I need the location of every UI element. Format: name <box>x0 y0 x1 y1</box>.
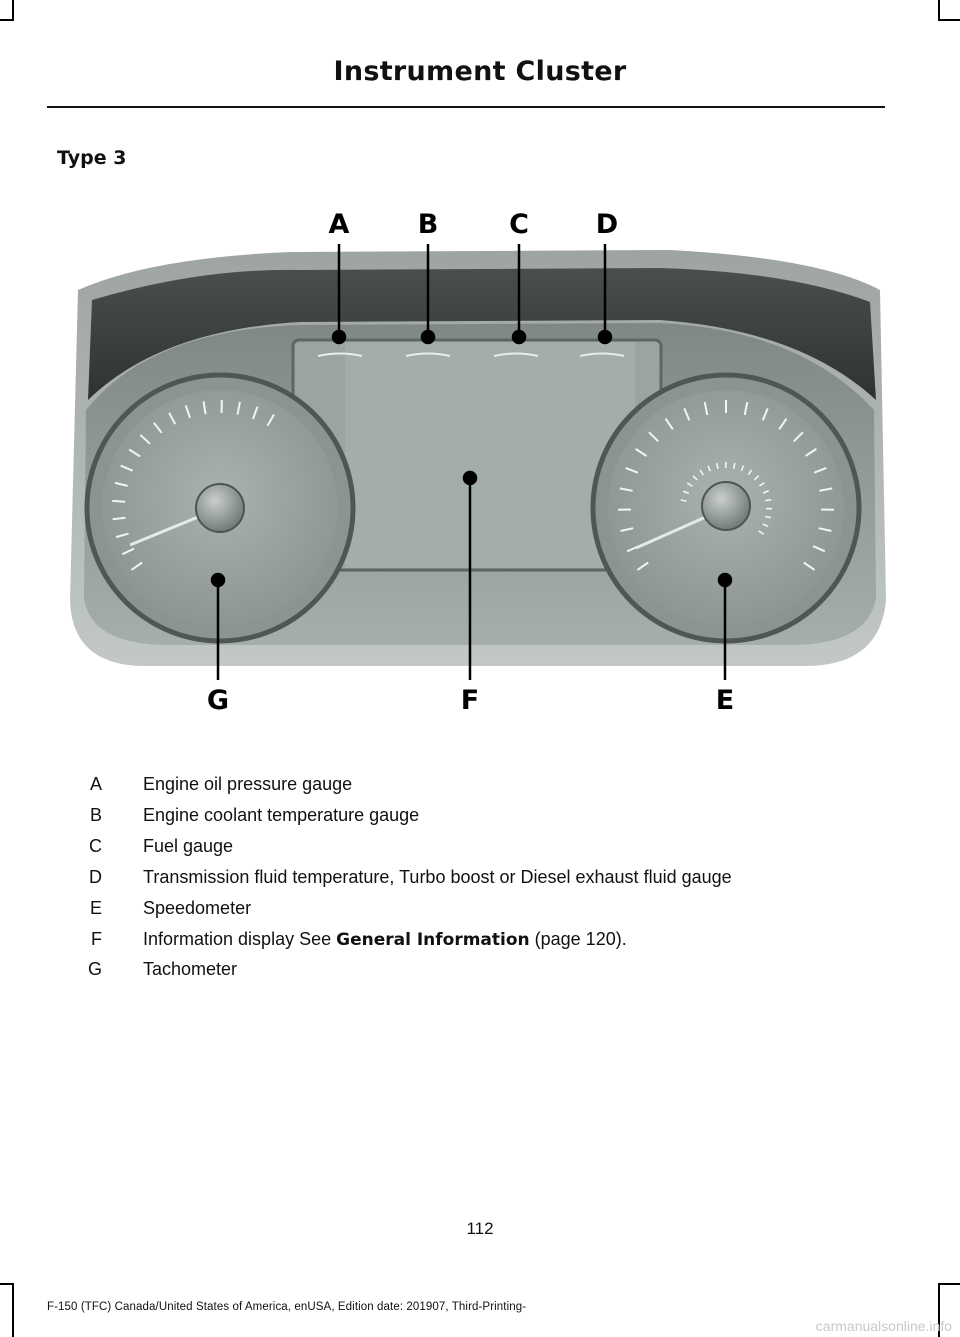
legend-row: B Engine coolant temperature gauge <box>0 805 960 829</box>
page-reference: (page 120). <box>530 929 627 949</box>
legend-row: E Speedometer <box>0 898 960 922</box>
legend-key: E <box>62 898 102 919</box>
dial-tick <box>113 518 126 519</box>
watermark: carmanualsonline.info <box>816 1318 952 1334</box>
legend-description: Engine coolant temperature gauge <box>143 805 419 826</box>
legend-description: Information display See General Informat… <box>143 929 627 950</box>
legend-key: A <box>62 774 102 795</box>
page-number: 112 <box>0 1219 960 1239</box>
legend-description: Fuel gauge <box>143 836 233 857</box>
legend-description: Engine oil pressure gauge <box>143 774 352 795</box>
legend-description: Transmission fluid temperature, Turbo bo… <box>143 867 732 888</box>
legend-key: F <box>62 929 102 950</box>
legend-row: C Fuel gauge <box>0 836 960 860</box>
footer-edition-text: F-150 (TFC) Canada/United States of Amer… <box>47 1301 526 1313</box>
legend-key: C <box>62 836 102 857</box>
crop-mark-bottom-left-h <box>0 1283 14 1285</box>
callout-d-label: D <box>596 209 618 240</box>
general-information-link[interactable]: General Information <box>336 930 530 950</box>
callout-f-label: F <box>461 685 479 716</box>
legend-key: D <box>62 867 102 888</box>
legend-key: B <box>62 805 102 826</box>
callout-e-label: E <box>716 685 734 716</box>
legend-row: F Information display See General Inform… <box>0 929 960 953</box>
legend-row: G Tachometer <box>0 959 960 983</box>
dial-tick <box>765 500 771 501</box>
legend-description: Speedometer <box>143 898 251 919</box>
callout-b-label: B <box>418 209 439 240</box>
legend-row: A Engine oil pressure gauge <box>0 774 960 798</box>
tachometer-dial <box>87 375 353 641</box>
callout-a-label: A <box>329 209 350 240</box>
crop-mark-bottom-right-h <box>938 1283 960 1285</box>
callout-g-label: G <box>207 685 229 716</box>
display-inner <box>345 342 635 568</box>
dial-tick <box>681 500 687 501</box>
legend-text: Information display See <box>143 929 336 949</box>
dial-tick <box>112 501 125 502</box>
legend-row: D Transmission fluid temperature, Turbo … <box>0 867 960 891</box>
callout-c-label: C <box>509 209 529 240</box>
legend-description: Tachometer <box>143 959 237 980</box>
crop-mark-bottom-left-v <box>12 1283 14 1337</box>
legend-key: G <box>62 959 102 980</box>
instrument-cluster-figure: A B C D G F E <box>0 0 960 740</box>
